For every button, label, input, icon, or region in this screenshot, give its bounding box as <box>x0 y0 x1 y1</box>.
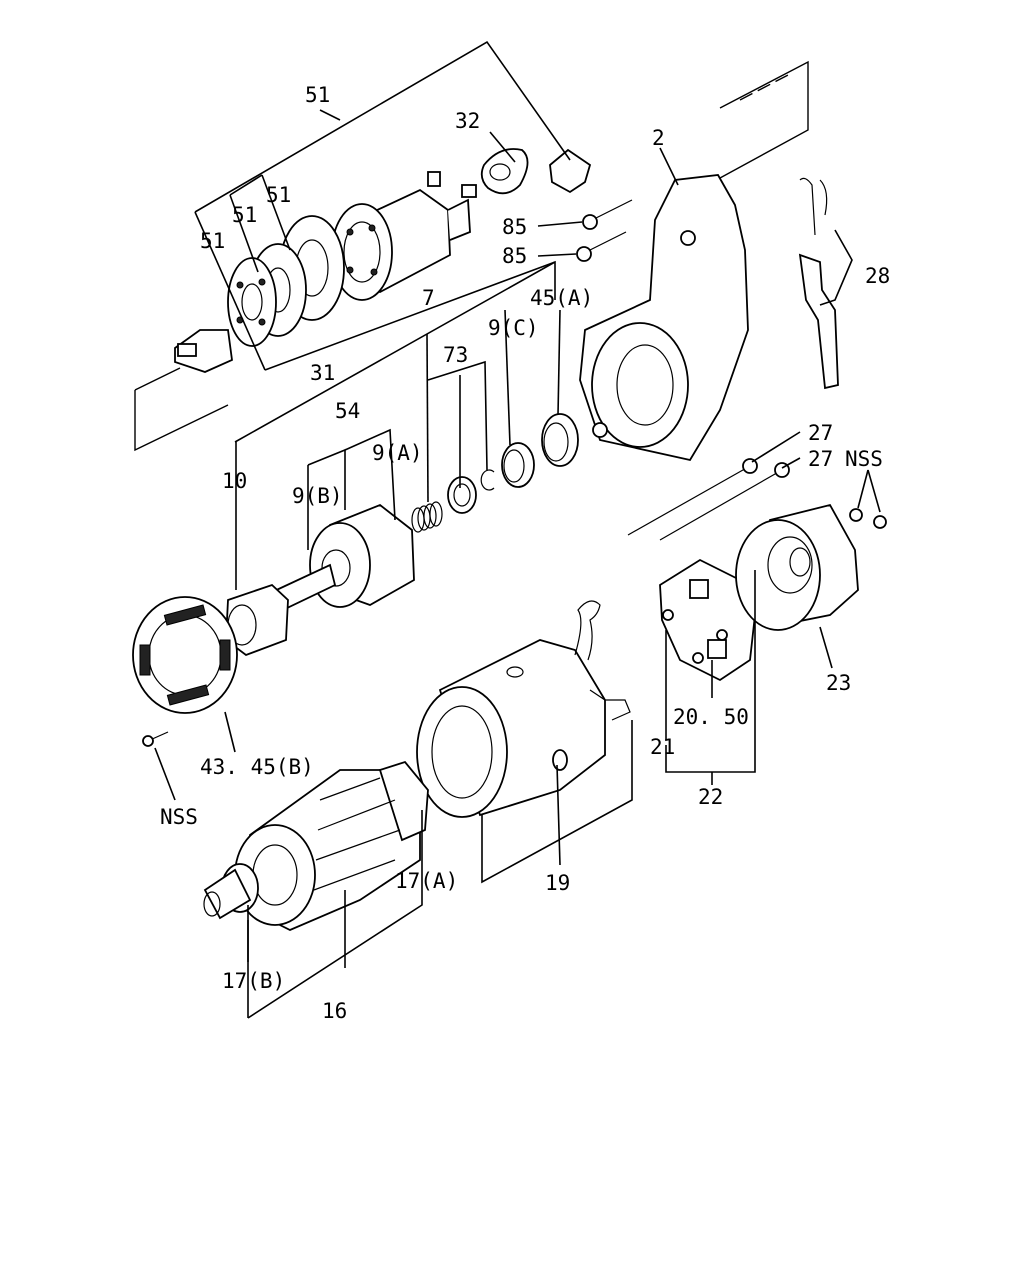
break-marker-top-right <box>719 60 809 179</box>
bolt-85-a <box>582 199 633 230</box>
callout-7: 7 <box>422 286 435 310</box>
callout-51-d: 51 <box>200 229 225 253</box>
callout-85-b: 85 <box>502 244 527 268</box>
callout-nss-left: NSS <box>160 805 198 829</box>
callout-17b: 17(B) <box>222 969 285 993</box>
callout-labels: 51 32 2 51 51 51 85 85 28 7 45(A) 9(C) 7… <box>160 83 890 1023</box>
callout-51-top: 51 <box>305 83 330 107</box>
screws-nss-right <box>849 508 887 529</box>
callout-54: 54 <box>335 399 360 423</box>
leader-lines <box>154 40 881 1019</box>
ring-9c <box>501 442 535 488</box>
boot-32 <box>480 148 529 195</box>
armature <box>203 760 429 931</box>
callout-9c: 9(C) <box>488 316 539 340</box>
collar-73 <box>447 476 477 514</box>
callout-43-45b: 43. 45(B) <box>200 755 314 779</box>
bushing-45a <box>541 413 579 467</box>
through-bolt-a <box>627 458 758 536</box>
callout-51-c: 51 <box>232 203 257 227</box>
screw-nss-left <box>142 731 169 747</box>
brush-holder <box>659 558 756 682</box>
callout-85-a: 85 <box>502 215 527 239</box>
snap-ring <box>480 469 495 491</box>
callout-32: 32 <box>455 109 480 133</box>
yoke-field-frame <box>416 600 631 818</box>
solenoid-end-plate <box>227 257 277 347</box>
overrunning-clutch <box>253 503 415 622</box>
callout-28: 28 <box>865 264 890 288</box>
drive-end-housing <box>579 174 749 462</box>
callout-51-b: 51 <box>266 183 291 207</box>
callout-21: 21 <box>650 735 675 759</box>
break-marker-left <box>134 367 229 452</box>
callout-31: 31 <box>310 361 335 385</box>
rear-cover <box>735 503 859 631</box>
callout-23: 23 <box>826 671 851 695</box>
callout-9b: 9(B) <box>292 484 343 508</box>
callout-27-b: 27 <box>808 447 833 471</box>
callout-19: 19 <box>545 871 570 895</box>
clip-28 <box>798 177 839 390</box>
callout-73: 73 <box>443 343 468 367</box>
callout-45a: 45(A) <box>530 286 593 310</box>
plunger <box>174 329 233 373</box>
callout-20-50: 20. 50 <box>673 705 749 729</box>
spring <box>411 501 443 533</box>
plate-43 <box>132 596 238 714</box>
callout-2: 2 <box>652 126 665 150</box>
callout-17a: 17(A) <box>395 869 458 893</box>
callout-16: 16 <box>322 999 347 1023</box>
callout-10: 10 <box>222 469 247 493</box>
callout-27-a: 27 <box>808 421 833 445</box>
solenoid-switch <box>331 171 477 301</box>
callout-9a: 9(A) <box>372 441 423 465</box>
terminal-clip <box>549 148 592 194</box>
callout-nss-right: NSS <box>845 447 883 471</box>
bolt-85-b <box>576 231 627 262</box>
callout-22: 22 <box>698 785 723 809</box>
